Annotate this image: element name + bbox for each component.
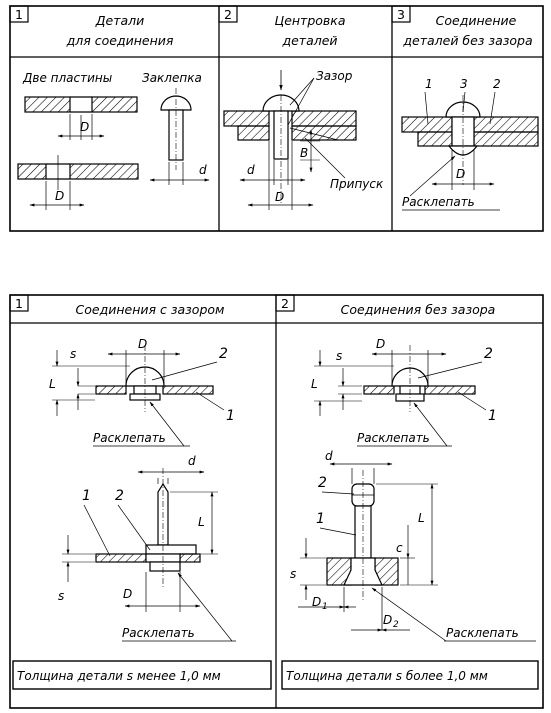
dim-d: d <box>325 449 333 463</box>
dim-D: D <box>376 337 385 351</box>
dim-d: d <box>188 454 196 468</box>
callout-3: 3 <box>460 77 468 91</box>
dim-D1-subscript: 1 <box>322 602 328 612</box>
dim-B: B <box>300 146 308 160</box>
dim-s: s <box>290 567 296 581</box>
top-panel-2-header: 2 Центровка деталей <box>224 7 345 48</box>
panel-title-line1: Детали <box>95 13 145 28</box>
bottom-panel-2-header: 2 Соединения без зазора <box>281 296 495 317</box>
callout-1: 1 <box>488 408 497 424</box>
dim-D2-subscript: 2 <box>393 620 399 630</box>
top-panel-3-drawing: 1 3 2 D Расклепать <box>401 77 539 211</box>
label-rivet-action: Расклепать <box>446 626 519 640</box>
bottom-panel-2-upper-drawing: D s L 2 1 Расклепать <box>311 337 497 447</box>
callout-2: 2 <box>493 77 501 91</box>
top-panel-2-drawing: Зазор Припуск B d D <box>223 69 384 210</box>
dim-s: s <box>336 349 342 363</box>
callout-1: 1 <box>226 408 235 424</box>
panel-title-line1: Центровка <box>274 13 345 28</box>
dim-L: L <box>311 377 318 391</box>
callout-2: 2 <box>219 346 228 362</box>
bottom-panel-1-lower-drawing: d L 1 2 s D Расклепать Толщина детали s … <box>17 454 236 683</box>
top-table <box>9 5 544 232</box>
dim-s: s <box>58 589 64 603</box>
callout-1: 1 <box>425 77 433 91</box>
dim-c: c <box>396 541 403 555</box>
panel-number: 3 <box>397 7 405 22</box>
footer-note: Толщина детали s более 1,0 мм <box>286 669 488 683</box>
dim-D: D <box>275 190 284 204</box>
panel-title-line2: деталей без зазора <box>402 33 532 48</box>
panel-title-line2: деталей <box>281 33 337 48</box>
panel-title-line2: для соединения <box>66 33 174 48</box>
dim-d: d <box>247 163 255 177</box>
dim-L: L <box>198 515 205 529</box>
panel-number: 1 <box>15 296 23 311</box>
top-panel-1-drawing: Две пластины Заклепка D D d <box>17 71 210 210</box>
dim-D: D <box>123 587 132 601</box>
label-rivet-action: Расклепать <box>357 431 430 445</box>
panel-number: 2 <box>281 296 289 311</box>
footer-note: Толщина детали s менее 1,0 мм <box>17 669 221 683</box>
callout-1: 1 <box>316 511 325 527</box>
dim-D: D <box>55 189 64 203</box>
panel-title: Соединения без зазора <box>341 302 496 317</box>
panel-title-line1: Соединение <box>436 13 517 28</box>
bottom-panel-1-header: 1 Соединения с зазором <box>15 296 224 317</box>
callout-2: 2 <box>115 488 124 504</box>
dim-L: L <box>49 377 56 391</box>
dim-L: L <box>418 511 425 525</box>
dim-d: d <box>199 163 207 177</box>
panel-number: 1 <box>15 7 23 22</box>
dim-D: D <box>456 167 465 181</box>
bottom-panel-1-upper-drawing: D s L 2 1 Расклепать <box>49 337 235 447</box>
callout-2: 2 <box>484 346 493 362</box>
bottom-panel-2-lower-drawing: d 2 1 L c s D 1 D 2 Расклепать Толщина д… <box>286 449 536 683</box>
panel-title: Соединения с зазором <box>76 302 225 317</box>
top-panel-1-header: 1 Детали для соединения <box>15 7 174 48</box>
dim-D2: D <box>383 613 392 627</box>
label-rivet-action: Расклепать <box>122 626 195 640</box>
dim-D: D <box>138 337 147 351</box>
callout-1: 1 <box>82 488 91 504</box>
dim-D1: D <box>312 595 321 609</box>
label-rivet: Заклепка <box>142 71 202 85</box>
label-allowance: Припуск <box>330 177 384 191</box>
top-panel-3-header: 3 Соединение деталей без зазора <box>397 7 533 48</box>
label-plates: Две пластины <box>22 71 112 85</box>
dim-D: D <box>80 120 89 134</box>
callout-2: 2 <box>318 475 327 491</box>
label-gap: Зазор <box>316 69 353 83</box>
dim-s: s <box>70 347 76 361</box>
label-rivet-action: Расклепать <box>402 195 475 209</box>
label-rivet-action: Расклепать <box>93 431 166 445</box>
bottom-table <box>9 294 544 709</box>
panel-number: 2 <box>224 7 232 22</box>
